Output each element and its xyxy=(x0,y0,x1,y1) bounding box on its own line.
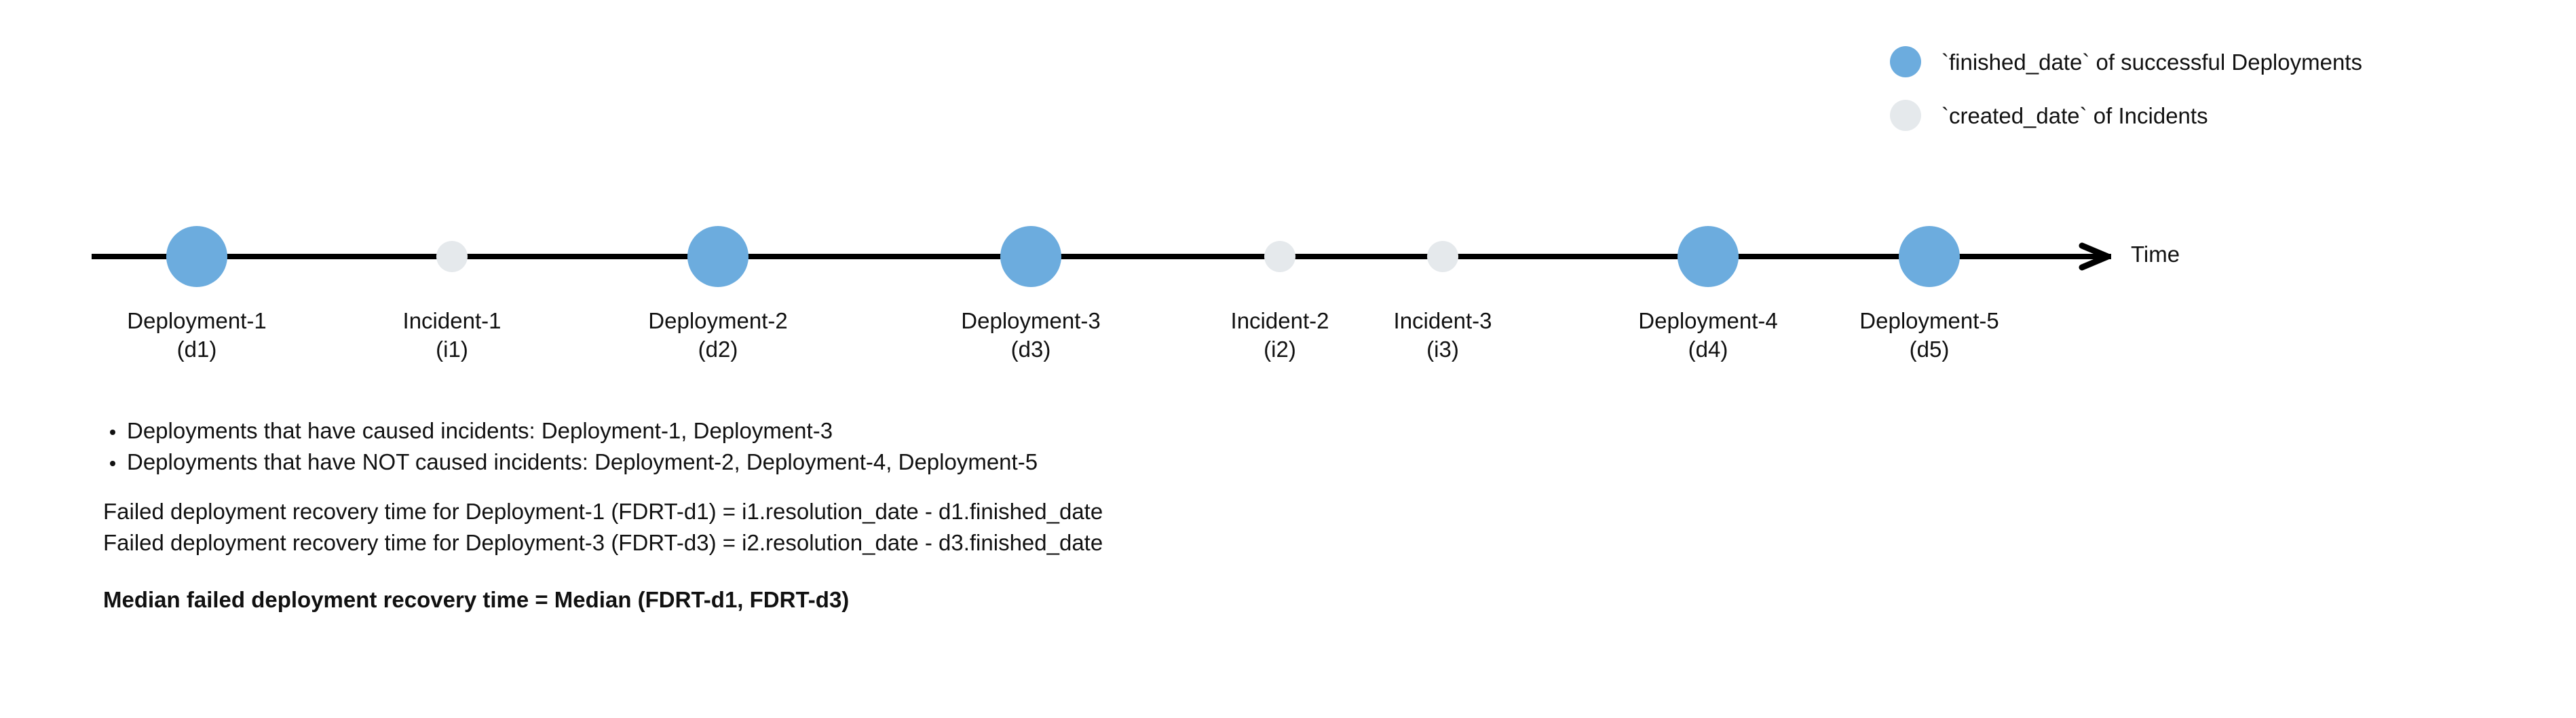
formula-line: Failed deployment recovery time for Depl… xyxy=(103,499,1103,524)
timeline-marker-label: Incident-3 (i3) xyxy=(1394,307,1492,364)
legend-item-label: `finished_date` of successful Deployment… xyxy=(1942,49,2362,75)
timeline-marker-deployment[interactable] xyxy=(1678,226,1739,287)
timeline-marker-deployment[interactable] xyxy=(166,226,227,287)
list-item: Deployments that have caused incidents: … xyxy=(103,415,2410,447)
list-item: Deployments that have NOT caused inciden… xyxy=(103,447,2410,478)
timeline-axis xyxy=(92,254,2111,259)
timeline-marker-deployment[interactable] xyxy=(1000,226,1061,287)
axis-caption: Time xyxy=(2131,242,2180,267)
marker-name: Deployment-4 xyxy=(1638,308,1778,333)
timeline-marker-label: Deployment-5 (d5) xyxy=(1859,307,1999,364)
marker-short-id: (d3) xyxy=(1010,337,1051,362)
timeline-marker-deployment[interactable] xyxy=(687,226,749,287)
formula-line: Failed deployment recovery time for Depl… xyxy=(103,530,1103,555)
legend-item-incidents: `created_date` of Incidents xyxy=(1890,100,2362,131)
arrow-right-icon xyxy=(2078,239,2113,274)
timeline-marker-incident[interactable] xyxy=(1264,241,1295,272)
marker-short-id: (d2) xyxy=(698,337,738,362)
marker-name: Incident-1 xyxy=(402,308,501,333)
timeline-marker-label: Incident-1 (i1) xyxy=(403,307,501,364)
marker-name: Incident-3 xyxy=(1393,308,1492,333)
timeline-marker-label: Deployment-4 (d4) xyxy=(1638,307,1777,364)
marker-short-id: (d5) xyxy=(1909,337,1950,362)
marker-name: Deployment-5 xyxy=(1859,308,1999,333)
filled-circle-icon xyxy=(1890,46,1921,77)
filled-circle-icon xyxy=(1890,100,1921,131)
timeline-marker-label: Deployment-1 (d1) xyxy=(127,307,266,364)
timeline-marker-label: Deployment-2 (d2) xyxy=(648,307,787,364)
marker-short-id: (i1) xyxy=(436,337,468,362)
legend: `finished_date` of successful Deployment… xyxy=(1890,46,2362,131)
marker-name: Incident-2 xyxy=(1230,308,1329,333)
timeline-marker-incident[interactable] xyxy=(1427,241,1458,272)
marker-short-id: (i2) xyxy=(1264,337,1296,362)
timeline-marker-label: Deployment-3 (d3) xyxy=(961,307,1100,364)
summary-line: Median failed deployment recovery time =… xyxy=(103,587,850,612)
legend-item-label: `created_date` of Incidents xyxy=(1942,102,2208,128)
marker-short-id: (d4) xyxy=(1688,337,1728,362)
marker-short-id: (i3) xyxy=(1426,337,1459,362)
formula-block: Failed deployment recovery time for Depl… xyxy=(103,496,2410,559)
marker-name: Deployment-1 xyxy=(127,308,267,333)
bullet-list: Deployments that have caused incidents: … xyxy=(103,415,2410,478)
marker-name: Deployment-3 xyxy=(961,308,1101,333)
legend-item-deployments: `finished_date` of successful Deployment… xyxy=(1890,46,2362,77)
timeline-marker-incident[interactable] xyxy=(436,241,468,272)
marker-name: Deployment-2 xyxy=(648,308,788,333)
marker-short-id: (d1) xyxy=(176,337,217,362)
timeline-marker-label: Incident-2 (i2) xyxy=(1231,307,1329,364)
notes-section: Deployments that have caused incidents: … xyxy=(103,415,2410,616)
timeline-marker-deployment[interactable] xyxy=(1899,226,1960,287)
